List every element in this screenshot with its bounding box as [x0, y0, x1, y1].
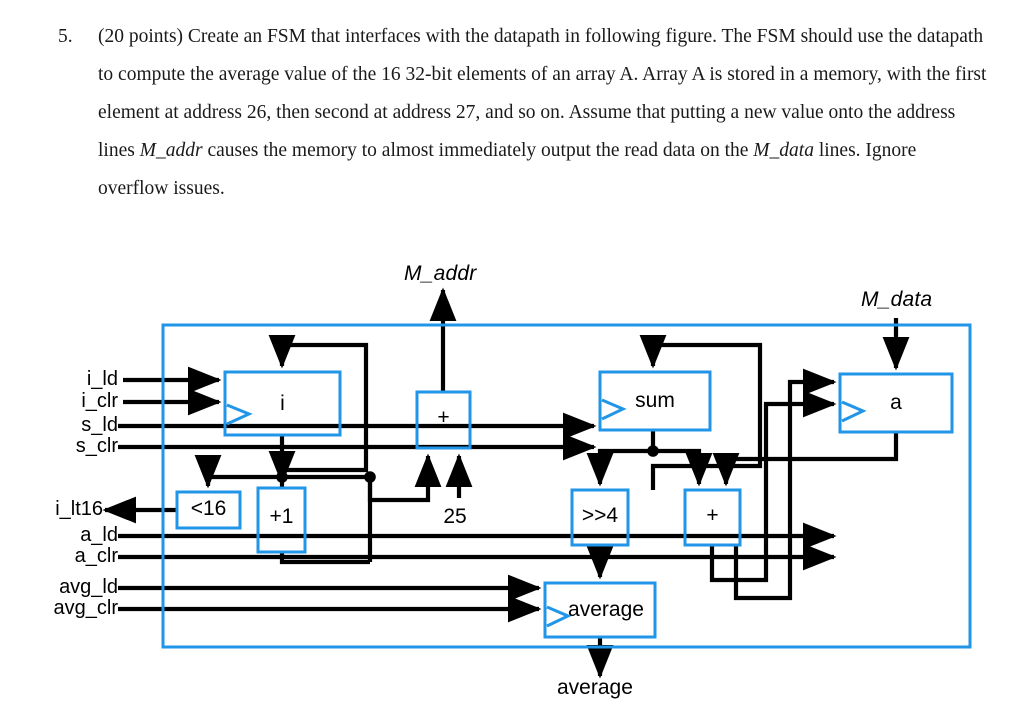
- port-label-m-data: M_data: [861, 288, 933, 311]
- block-label-incrementer: +1: [269, 505, 294, 528]
- problem-number: 5.: [58, 26, 73, 47]
- port-label-m-addr: M_addr: [404, 262, 477, 285]
- control-label-a-ld: a_ld: [80, 524, 118, 546]
- register-label-a: a: [890, 391, 902, 414]
- control-label-s-clr: s_clr: [75, 435, 118, 457]
- problem-text-maddr: M_addr: [139, 140, 203, 161]
- problem-statement: 5. (20 points) Create an FSM that interf…: [58, 18, 988, 208]
- problem-text-mdata: M_data: [753, 140, 814, 161]
- port-label-average-out: average: [557, 676, 633, 699]
- control-label-i-lt16: i_lt16: [55, 498, 103, 520]
- control-label-i-ld: i_ld: [86, 368, 118, 390]
- problem-text-part-2: causes the memory to almost immediately …: [202, 140, 754, 161]
- block-label-comparator: <16: [190, 497, 227, 520]
- control-label-s-ld: s_ld: [81, 414, 118, 436]
- register-label-average: average: [568, 598, 644, 621]
- problem-text-part-3: lines. Ignore overflow issues.: [98, 140, 917, 199]
- block-label-adder-addr: +: [437, 406, 450, 429]
- control-label-avg-clr: avg_clr: [53, 597, 118, 619]
- constant-label-25: 25: [443, 505, 467, 528]
- problem-body: (20 points) Create an FSM that interface…: [98, 18, 988, 208]
- register-label-i: i: [280, 392, 285, 415]
- control-label-avg-ld: avg_ld: [59, 576, 118, 598]
- block-label-shifter: >>4: [581, 504, 619, 527]
- control-label-i-clr: i_clr: [81, 390, 118, 412]
- block-label-adder-sum: +: [706, 504, 719, 527]
- problem-text-part-1: (20 points) Create an FSM that interface…: [98, 26, 987, 161]
- register-label-sum: sum: [635, 389, 675, 412]
- control-label-a-clr: a_clr: [74, 545, 118, 567]
